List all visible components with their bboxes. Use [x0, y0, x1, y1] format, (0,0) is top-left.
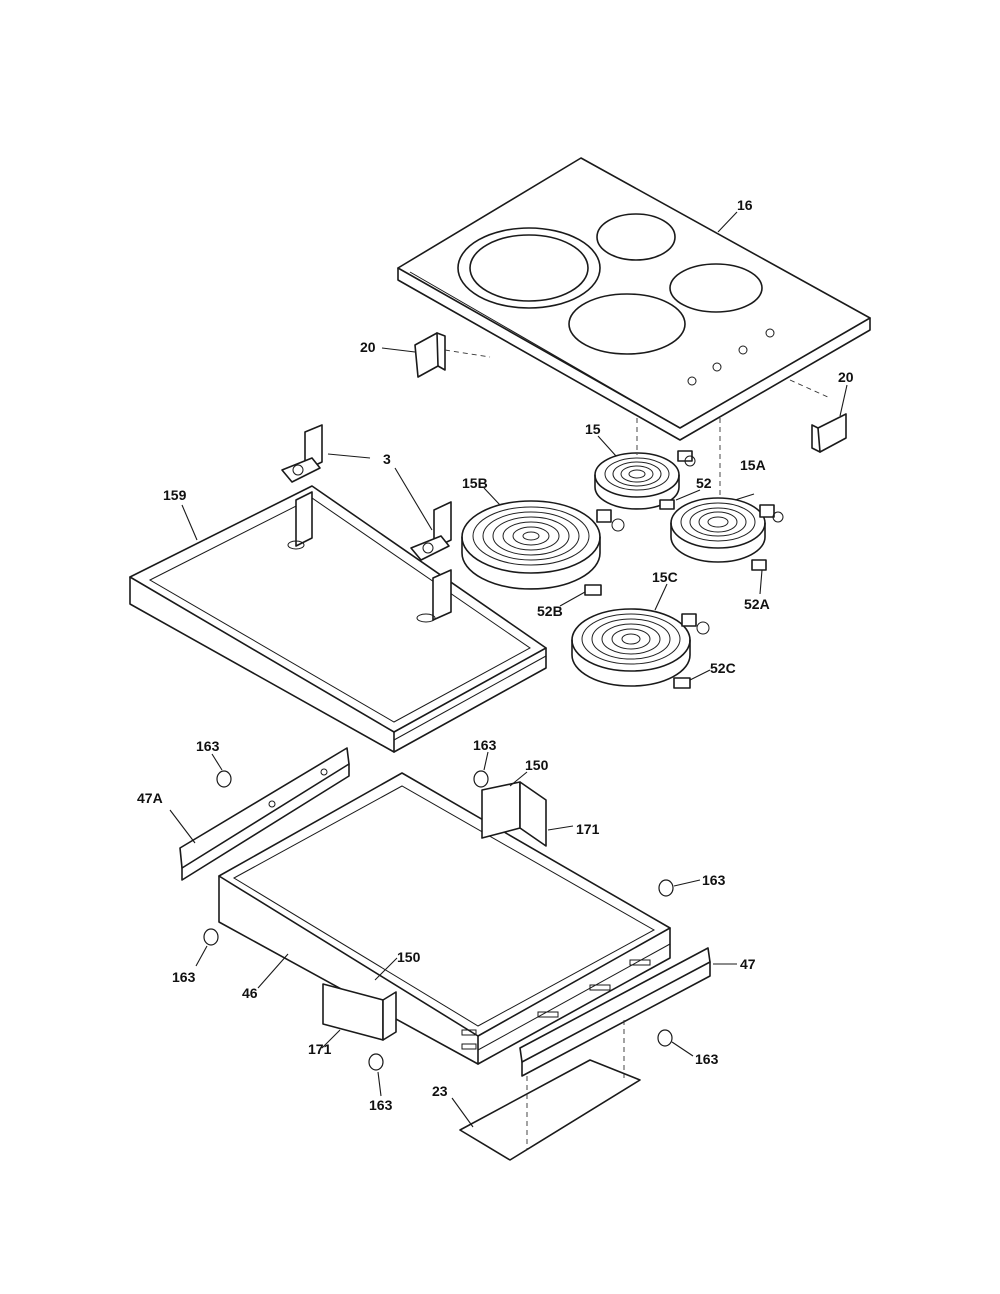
label-163-top-left: 163 — [196, 738, 220, 754]
label-159: 159 — [163, 487, 187, 503]
rail-47a — [179, 747, 350, 881]
plug-163-bottom-mid — [368, 1053, 384, 1071]
label-163-bottom-mid: 163 — [369, 1097, 393, 1113]
label-23: 23 — [432, 1083, 448, 1099]
label-15: 15 — [585, 421, 601, 437]
label-171-top: 171 — [576, 821, 600, 837]
bracket-right-20 — [789, 379, 847, 453]
label-150-bottom: 150 — [397, 949, 421, 965]
label-15a: 15A — [740, 457, 766, 473]
bracket-150-top — [481, 781, 547, 847]
label-52: 52 — [696, 475, 712, 491]
plug-163-bottom-right — [657, 1029, 673, 1047]
element-15 — [594, 418, 696, 510]
label-150-top: 150 — [525, 757, 549, 773]
label-47a: 47A — [137, 790, 163, 806]
label-15c: 15C — [652, 569, 678, 585]
label-20-right: 20 — [838, 369, 854, 385]
label-47: 47 — [740, 956, 756, 972]
label-20-left: 20 — [360, 339, 376, 355]
plug-163-left — [203, 928, 219, 946]
label-15b: 15B — [462, 475, 488, 491]
label-163-bottom-right: 163 — [695, 1051, 719, 1067]
label-163-left: 163 — [172, 969, 196, 985]
label-52a: 52A — [744, 596, 770, 612]
bracket-3 — [281, 424, 452, 561]
element-15c — [571, 608, 710, 689]
frame-159 — [129, 485, 547, 753]
plug-163-top-mid — [473, 770, 489, 788]
label-163-right: 163 — [702, 872, 726, 888]
bracket-150-bottom — [322, 983, 397, 1041]
cover-plate-23 — [459, 1020, 641, 1161]
label-52b: 52B — [537, 603, 563, 619]
bracket-left-20 — [414, 332, 491, 378]
leader-lines — [169, 211, 848, 1128]
label-52c: 52C — [710, 660, 736, 676]
label-3: 3 — [383, 451, 391, 467]
label-46: 46 — [242, 985, 258, 1001]
element-15a — [670, 418, 784, 571]
plug-163-top-left — [216, 770, 232, 788]
plug-163-right — [658, 879, 674, 897]
label-171-bottom: 171 — [308, 1041, 332, 1057]
element-15b — [461, 500, 625, 596]
label-163-top-mid: 163 — [473, 737, 497, 753]
box-46 — [218, 772, 671, 1065]
cooktop-glass — [397, 157, 871, 441]
label-16: 16 — [737, 197, 753, 213]
rail-47 — [519, 947, 711, 1077]
